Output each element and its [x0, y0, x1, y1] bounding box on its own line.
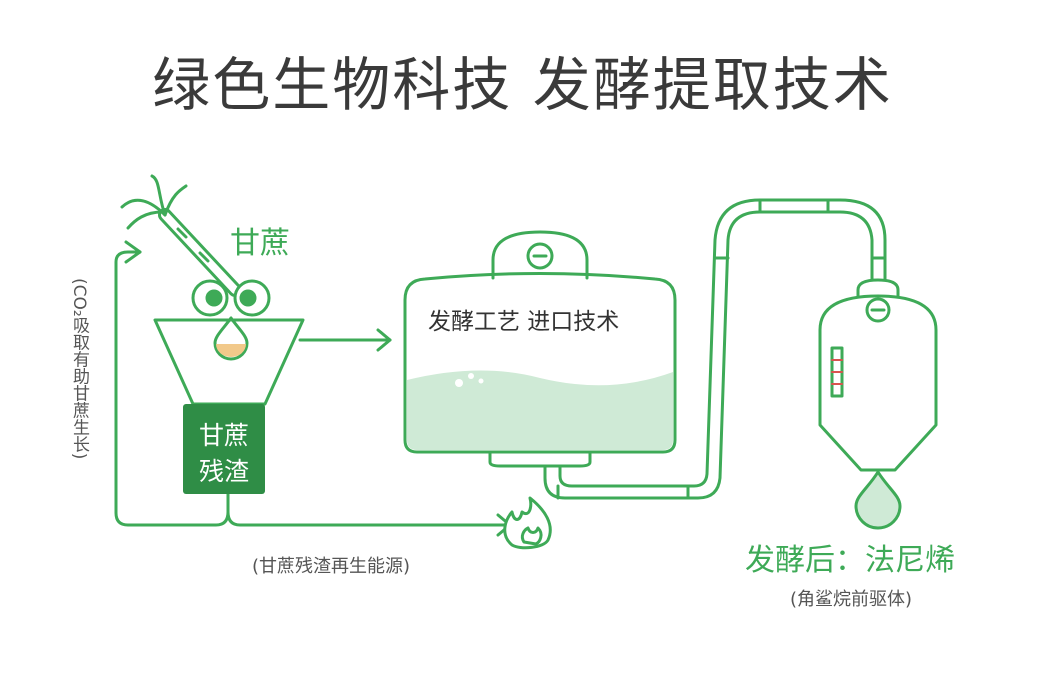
gauge-icon [830, 346, 844, 398]
product-sub-label: (角鲨烷前驱体) [790, 589, 913, 610]
pipe [543, 198, 887, 500]
arrow-right-icon [298, 328, 392, 352]
regen-label: (甘蔗残渣再生能源) [252, 556, 411, 577]
sugarcane-icon [120, 174, 242, 297]
flame-icon [503, 496, 552, 550]
sugarcane-label: 甘蔗 [230, 226, 290, 261]
fermentation-tank [403, 230, 677, 468]
bagasse-label-2: 残渣 [198, 457, 249, 486]
product-tank [818, 278, 938, 530]
bagasse-label-1: 甘蔗 [198, 421, 249, 450]
bagasse-box: 甘蔗 残渣 [183, 404, 265, 494]
tank-label: 发酵工艺 进口技术 [428, 309, 620, 335]
product-drop-icon [854, 470, 902, 530]
funnel [153, 318, 305, 406]
co2-label: (CO₂吸取有助甘蔗生长) [69, 278, 89, 460]
product-label: 发酵后：法尼烯 [745, 543, 955, 578]
page-title: 绿色生物科技 发酵提取技术 [152, 51, 893, 119]
roller-icon [191, 279, 271, 317]
